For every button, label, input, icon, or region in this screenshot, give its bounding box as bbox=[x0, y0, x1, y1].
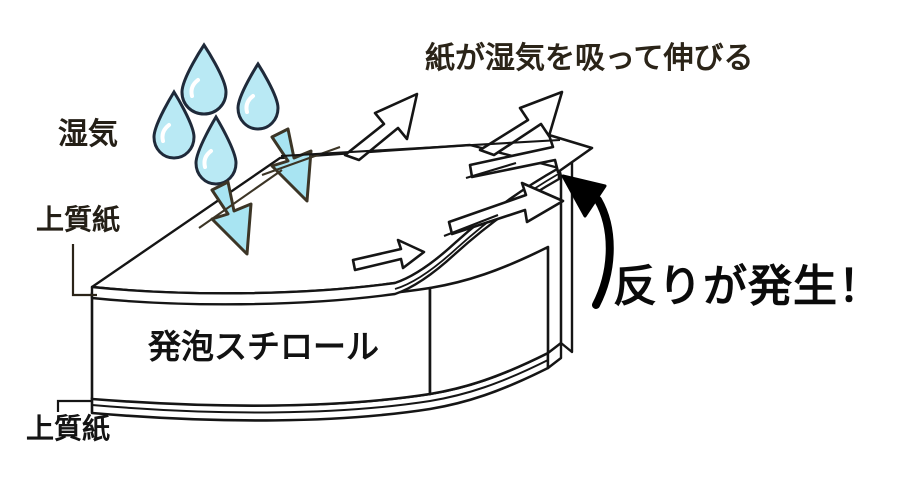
label-moisture: 湿気 bbox=[58, 118, 118, 151]
water-droplet bbox=[180, 42, 228, 116]
moisture-droplets-group bbox=[152, 42, 280, 186]
label-paper-bottom: 上質紙 bbox=[26, 413, 111, 444]
stretch-arrow-top-surface bbox=[351, 238, 426, 272]
label-paper-stretches: 紙が湿気を吸って伸びる bbox=[425, 42, 754, 75]
label-paper-top: 上質紙 bbox=[36, 204, 121, 235]
label-warping-occurs: 反りが発生！ bbox=[613, 262, 883, 311]
stretch-arrow-right-upper bbox=[468, 133, 594, 179]
warping-curved-arrow bbox=[561, 174, 614, 309]
label-foam-core: 発泡スチロール bbox=[148, 328, 379, 365]
moisture-absorption-arrows bbox=[198, 127, 341, 256]
water-droplet bbox=[194, 114, 238, 186]
water-droplet bbox=[236, 61, 280, 131]
water-droplet bbox=[152, 89, 196, 160]
stretch-arrow-upright bbox=[478, 90, 564, 157]
stretch-arrow-guides bbox=[280, 138, 561, 237]
leader-lines bbox=[56, 244, 97, 412]
foam-core-body bbox=[90, 245, 550, 407]
stretch-arrow-right-lower bbox=[447, 181, 565, 236]
paper-stretch-arrows bbox=[343, 90, 594, 272]
stretch-arrow-upleft bbox=[343, 92, 419, 162]
